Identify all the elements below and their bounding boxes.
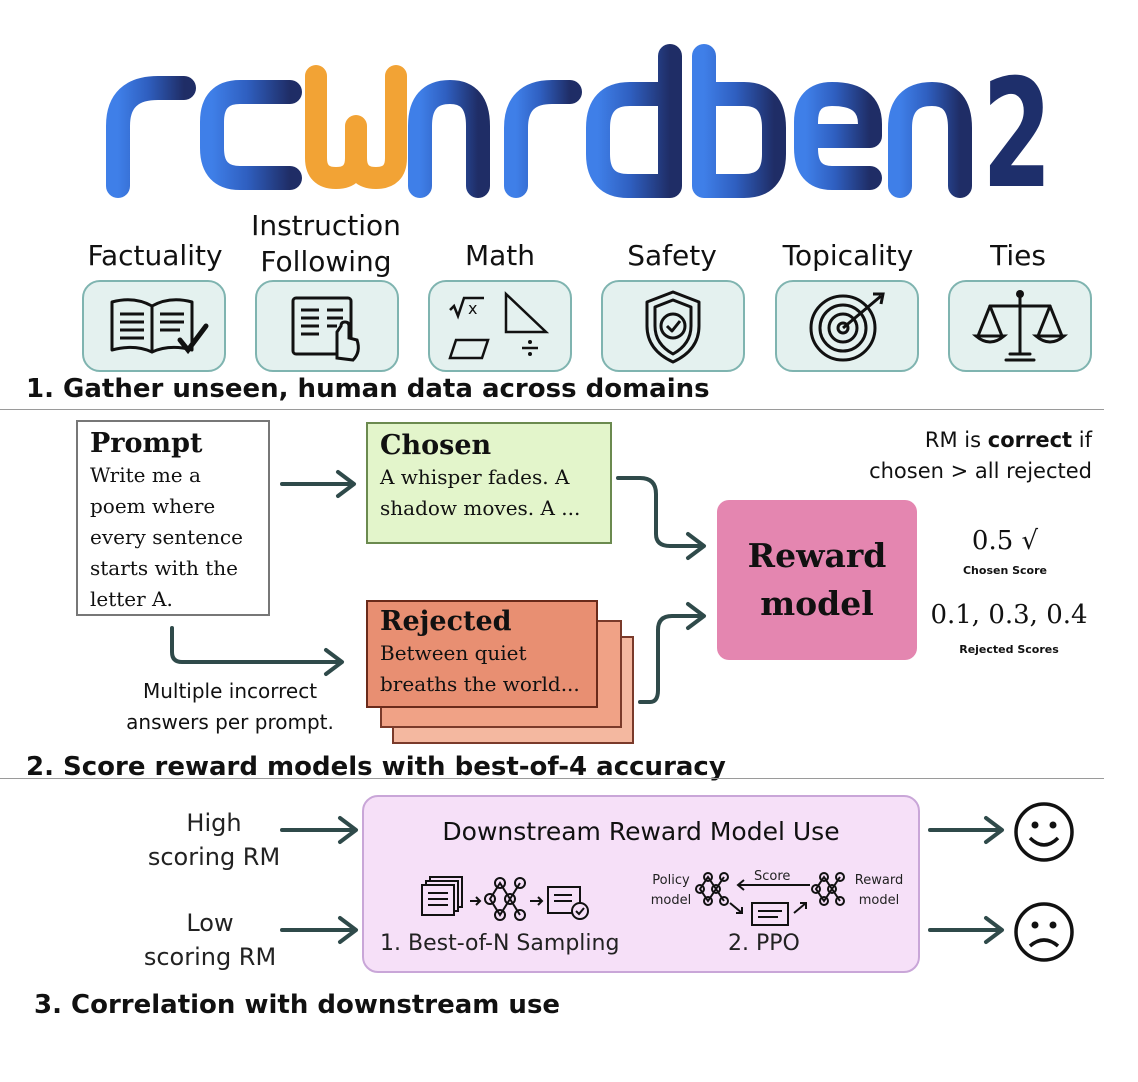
chosen-score-label: Chosen Score — [962, 564, 1047, 577]
domain-label-instruction: Instruction — [251, 209, 401, 242]
prompt-line: Write me a — [90, 463, 201, 487]
domain-label-factuality: Factuality — [87, 239, 223, 272]
multiple-incorrect-note: Multiple incorrect answers per prompt. — [100, 676, 360, 738]
prompt-line: starts with the — [90, 556, 238, 580]
instruction-following-tile — [255, 280, 399, 372]
chosen-box: Chosen A whisper fades. A shadow moves. … — [366, 422, 612, 544]
low-scoring-rm-label: Low scoring RM — [120, 906, 300, 974]
policy-line1: Policy — [652, 873, 690, 888]
divider-1 — [0, 409, 1104, 410]
high-line2: scoring RM — [147, 843, 281, 871]
topicality-tile — [775, 280, 919, 372]
reward-model-box: Reward model — [717, 500, 917, 660]
divider-2 — [0, 778, 1104, 779]
reward-model-line1: Reward — [747, 536, 887, 575]
ppo-diagram — [695, 872, 845, 926]
svg-text:x: x — [468, 299, 477, 318]
domain-label-math: Math — [464, 239, 536, 272]
rm-note-post: if — [1072, 428, 1092, 452]
domain-label-following: Following — [260, 245, 392, 278]
rewardbench2-logo: 2 — [106, 44, 1052, 216]
high-scoring-rm-label: High scoring RM — [124, 806, 304, 874]
downstream-box: Downstream Reward Model Use 1. Best-of-N… — [362, 795, 920, 973]
downstream-title: Downstream Reward Model Use — [442, 817, 840, 846]
safety-tile — [601, 280, 745, 372]
low-line2: scoring RM — [143, 943, 277, 971]
section2-arrows — [170, 470, 706, 704]
step-1-heading: 1. Gather unseen, human data across doma… — [26, 374, 710, 404]
rm-note-bold: correct — [987, 428, 1073, 452]
domain-label-topicality: Topicality — [782, 239, 914, 272]
reward-mini-line1: Reward — [854, 873, 904, 888]
svg-text:2: 2 — [982, 48, 1052, 216]
low-line1: Low — [186, 909, 234, 937]
chosen-score-value: 0.5 √ — [971, 526, 1039, 556]
rejected-box: Rejected Between quiet breaths the world… — [366, 600, 598, 708]
high-line1: High — [186, 809, 242, 837]
rejected-line: Between quiet — [380, 641, 527, 665]
domain-label-ties: Ties — [990, 239, 1046, 272]
rejected-line: breaths the world... — [380, 672, 580, 696]
target-arrow-icon — [809, 292, 885, 362]
best-of-n-diagram — [421, 876, 589, 921]
chosen-line: shadow moves. A ... — [380, 496, 581, 520]
rejected-scores-value: 0.1, 0.3, 0.4 — [930, 600, 1088, 630]
frowning-face-icon — [1014, 902, 1074, 962]
step-2-heading: 2. Score reward models with best-of-4 ac… — [26, 752, 726, 782]
balance-scale-icon — [971, 290, 1069, 362]
smiley-face-icon — [1014, 802, 1074, 862]
open-book-check-icon — [110, 298, 209, 355]
prompt-box: Prompt Write me a poem where every sente… — [76, 420, 270, 616]
rejected-scores-label: Rejected Scores — [959, 643, 1059, 656]
prompt-line: every sentence — [90, 525, 243, 549]
step-3-heading: 3. Correlation with downstream use — [34, 990, 561, 1020]
rm-correct-note: RM is correct if chosen > all rejected — [860, 425, 1092, 487]
ppo-label: 2. PPO — [728, 931, 800, 956]
score-label: Score — [754, 869, 791, 884]
multi-note-line2: answers per prompt. — [126, 710, 334, 734]
document-pointer-icon — [291, 296, 360, 362]
rejected-title: Rejected — [380, 606, 512, 637]
domain-label-safety: Safety — [627, 239, 717, 272]
policy-line2: model — [650, 893, 692, 908]
math-tile: x — [428, 280, 572, 372]
math-symbols-icon: x — [448, 291, 550, 360]
prompt-title: Prompt — [90, 428, 203, 459]
prompt-line: poem where — [90, 494, 216, 518]
section3-arrows — [280, 816, 1004, 944]
best-of-n-label: 1. Best-of-N Sampling — [380, 931, 620, 956]
prompt-line: letter A. — [90, 587, 173, 611]
multi-note-line1: Multiple incorrect — [142, 679, 318, 703]
factuality-tile — [82, 280, 226, 372]
reward-mini-line2: model — [858, 893, 900, 908]
chosen-line: A whisper fades. A — [380, 465, 570, 489]
rm-note-line2: chosen > all rejected — [869, 459, 1092, 483]
policy-model-label: Policy model — [644, 871, 698, 911]
ties-tile — [948, 280, 1092, 372]
rm-note-pre: RM is — [924, 428, 988, 452]
shield-check-icon — [645, 290, 701, 364]
reward-model-line2: model — [760, 584, 874, 623]
chosen-title: Chosen — [380, 430, 492, 461]
reward-model-mini-label: Reward model — [852, 871, 906, 911]
